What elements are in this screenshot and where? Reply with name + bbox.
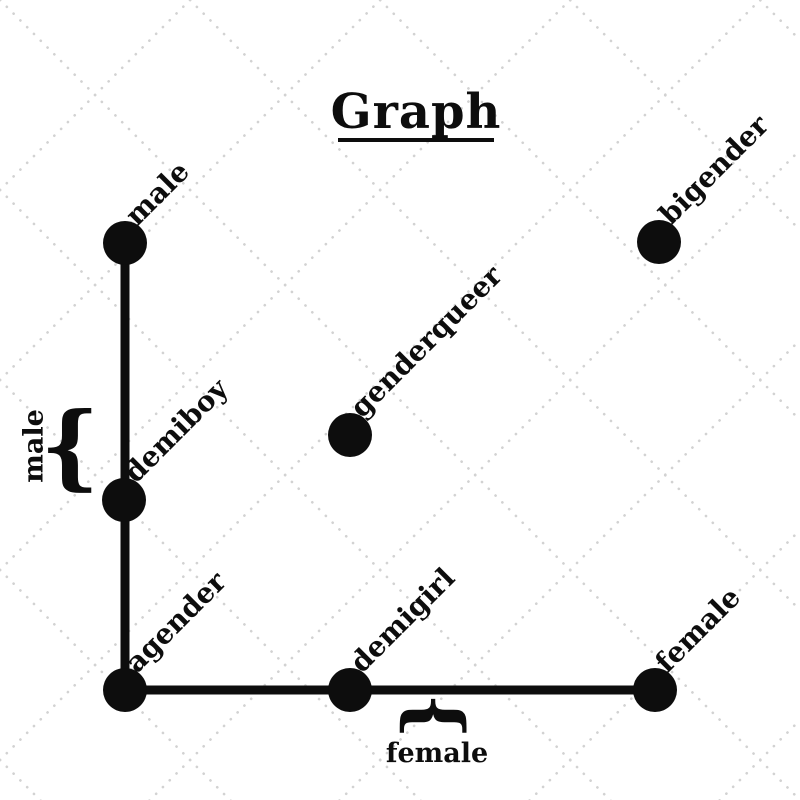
dotted-grid-line [0, 0, 762, 762]
node-female [633, 668, 677, 712]
node-label-demiboy: demiboy [118, 372, 235, 489]
male-axis-brace: { [40, 392, 99, 500]
dotted-grid-line [338, 338, 800, 800]
axis-annotations: {male{female [19, 392, 489, 769]
node-demigirl [328, 668, 372, 712]
node-label-agender: agender [119, 564, 234, 679]
node-genderqueer [328, 413, 372, 457]
node-label-male: male [119, 155, 196, 232]
chart-title: Graph [331, 84, 502, 140]
node-label-female: female [649, 581, 747, 679]
dotted-grid-line [0, 188, 612, 800]
node-bigender [637, 220, 681, 264]
dotted-grid-line [148, 148, 800, 800]
node-label-bigender: bigender [653, 108, 776, 231]
male-axis-label: male [19, 409, 50, 483]
node-demiboy [102, 478, 146, 522]
dotted-grid-line [378, 0, 800, 422]
node-agender [103, 668, 147, 712]
dotted-grid-line [188, 0, 800, 612]
graph-nodes [102, 220, 681, 712]
female-axis-label: female [386, 738, 488, 769]
graph-edges [120, 238, 660, 695]
node-label-genderqueer: genderqueer [344, 258, 510, 424]
node-male [103, 221, 147, 265]
dotted-grid-line [0, 378, 422, 800]
female-axis-brace: { [395, 693, 480, 739]
dotted-grid-line [0, 0, 572, 572]
node-label-demigirl: demigirl [344, 561, 462, 679]
node-labels: male bigender genderqueer demiboy agender dem… [118, 108, 776, 679]
